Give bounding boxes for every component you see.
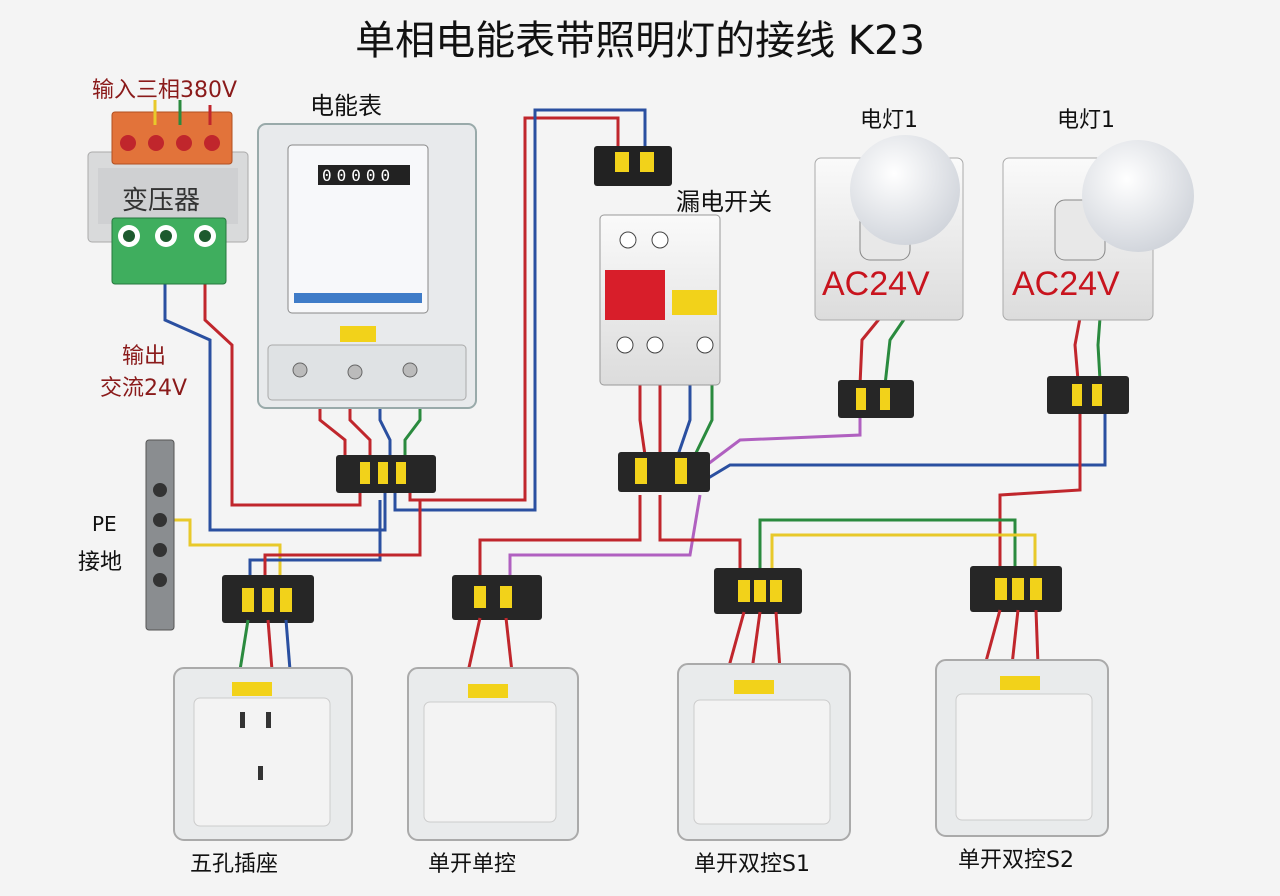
transformer bbox=[87, 100, 249, 285]
lamp-2 bbox=[1002, 140, 1194, 321]
transformer-input-terminal bbox=[111, 111, 233, 165]
energy-meter bbox=[257, 123, 477, 409]
transformer-output-label: 输出 bbox=[122, 344, 167, 369]
wire-live-outlet1 bbox=[263, 500, 422, 580]
wire-live-transformer bbox=[203, 240, 362, 507]
pe-label: PE bbox=[92, 512, 117, 536]
wire-live-switch1 bbox=[478, 495, 642, 578]
outlet-two-way-s1 bbox=[677, 663, 851, 841]
wire-yellow-s1-s2 bbox=[770, 533, 1037, 570]
rcd-label: 漏电开关 bbox=[676, 188, 772, 216]
meter-label: 电能表 bbox=[310, 92, 382, 120]
lamp-2-voltage: AC24V bbox=[1012, 265, 1120, 303]
page-title: 单相电能表带照明灯的接线 K23 bbox=[355, 18, 925, 64]
wire-lamp1-red bbox=[858, 317, 882, 386]
wire-purple-switch1 bbox=[508, 494, 702, 578]
wire-live-to-s2 bbox=[998, 410, 1082, 575]
outlet-drop-wires bbox=[238, 609, 1040, 673]
wire-meter-to-rcd-live bbox=[408, 116, 620, 502]
wire-meter-to-rcd-neutral bbox=[393, 108, 647, 512]
outlet-4-label: 单开双控S2 bbox=[958, 848, 1074, 873]
wire-green-s1-s2 bbox=[758, 518, 1017, 570]
outlet-2-label: 单开单控 bbox=[428, 852, 517, 877]
wire-rcd-out-1 bbox=[638, 385, 647, 456]
outlet-1-label: 五孔插座 bbox=[190, 852, 279, 877]
ground-label: 接地 bbox=[78, 550, 123, 575]
wire-rcd-out-4 bbox=[693, 370, 714, 456]
transformer-name: 变压器 bbox=[122, 186, 201, 216]
meter-reading: 00000 bbox=[322, 166, 396, 185]
outlet-five-hole bbox=[173, 667, 353, 841]
wire-rcd-to-lamp1 bbox=[699, 415, 862, 472]
wire-lamp1-green bbox=[883, 317, 907, 386]
outlets bbox=[173, 659, 1109, 841]
lamp-1-label: 电灯1 bbox=[860, 108, 918, 133]
wire-neutral-outlet1 bbox=[248, 500, 382, 580]
transformer-output-voltage: 交流24V bbox=[100, 376, 188, 401]
wire-rcd-out-3 bbox=[676, 385, 692, 456]
wire-lamp2-green bbox=[1096, 317, 1102, 381]
lamp-1 bbox=[814, 135, 964, 321]
terminal-blocks bbox=[222, 376, 1129, 623]
outlet-two-way-s2 bbox=[935, 659, 1109, 837]
wire-pe bbox=[160, 518, 282, 580]
outlet-single-switch bbox=[407, 667, 579, 841]
transformer-input-label: 输入三相380V bbox=[92, 78, 238, 103]
wire-lamp2-red bbox=[1073, 317, 1082, 381]
rcd-breaker bbox=[594, 146, 721, 386]
wire-neutral-transformer bbox=[163, 240, 387, 532]
lamp-2-label: 电灯1 bbox=[1057, 108, 1115, 133]
wire-live-s1 bbox=[658, 495, 742, 570]
outlet-3-label: 单开双控S1 bbox=[694, 852, 810, 877]
lamp-1-voltage: AC24V bbox=[822, 265, 930, 303]
pe-ground-bar bbox=[145, 439, 175, 631]
wire-neutral-to-lamp2 bbox=[704, 410, 1107, 482]
